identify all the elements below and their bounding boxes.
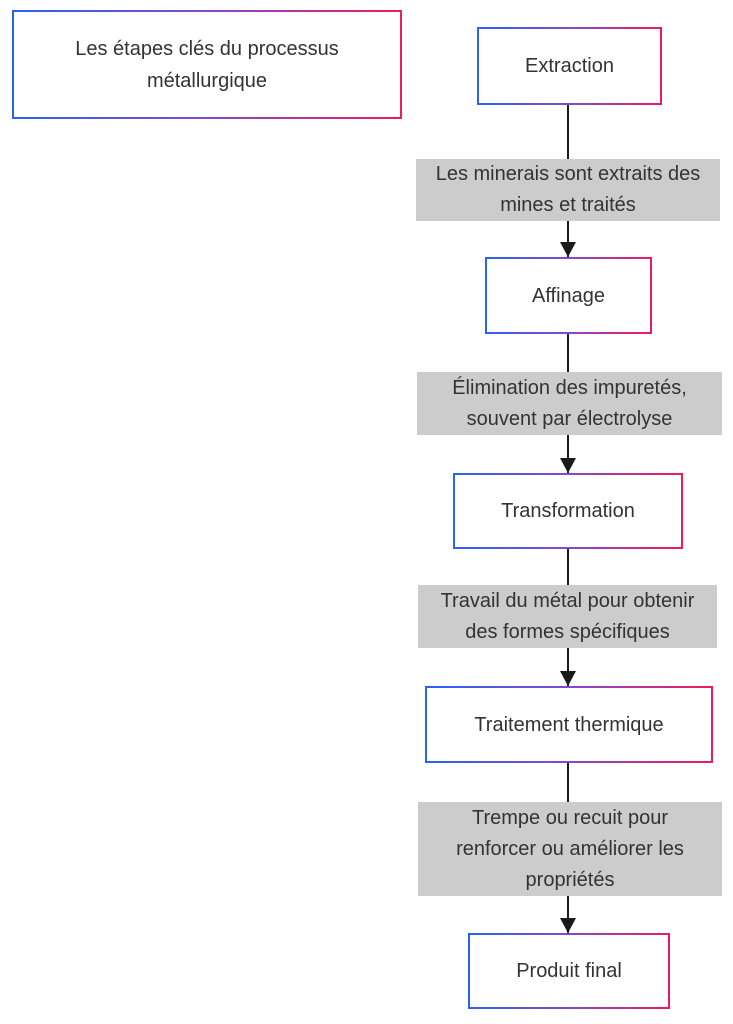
- node-produit-final-label: Produit final: [516, 960, 622, 982]
- arrow-down-icon: [560, 918, 576, 933]
- edge-label-line: des formes spécifiques: [465, 620, 670, 643]
- node-traitement-thermique-inner: Traitement thermique: [427, 688, 711, 761]
- edge-label-line: mines et traités: [500, 194, 636, 216]
- node-produit-final-inner: Produit final: [470, 935, 668, 1007]
- edge-label-line: renforcer ou améliorer les: [456, 837, 684, 860]
- node-traitement-thermique: Traitement thermique: [425, 686, 713, 763]
- node-transformation-inner: Transformation: [455, 475, 681, 547]
- edge-label-transformation-traitement: Travail du métal pour obtenir des formes…: [418, 585, 717, 648]
- edge-label-line: propriétés: [525, 868, 615, 891]
- diagram-title-line-2: métallurgique: [146, 69, 268, 92]
- node-affinage-inner: Affinage: [487, 259, 650, 332]
- node-affinage: Affinage: [485, 257, 652, 334]
- node-extraction-inner: Extraction: [479, 29, 660, 103]
- node-transformation-label: Transformation: [501, 500, 635, 522]
- node-extraction: Extraction: [477, 27, 662, 105]
- edge-label-line: souvent par électrolyse: [466, 407, 673, 430]
- edge-label-extraction-affinage: Les minerais sont extraits des mines et …: [416, 159, 720, 221]
- diagram-title-box: Les étapes clés du processus métallurgiq…: [12, 10, 402, 119]
- node-transformation: Transformation: [453, 473, 683, 549]
- edge-label-traitement-produit: Trempe ou recuit pour renforcer ou améli…: [418, 802, 722, 896]
- edge-label-line: Élimination des impuretés,: [452, 376, 687, 399]
- arrow-down-icon: [560, 242, 576, 257]
- arrow-down-icon: [560, 671, 576, 686]
- edge-label-line: Trempe ou recuit pour: [471, 806, 668, 829]
- edge-label-line: Les minerais sont extraits des: [435, 163, 701, 185]
- diagram-title: Les étapes clés du processus métallurgiq…: [14, 12, 400, 117]
- edge-label-affinage-transformation: Élimination des impuretés, souvent par é…: [417, 372, 722, 435]
- node-affinage-label: Affinage: [531, 284, 606, 307]
- diagram-title-line-1: Les étapes clés du processus: [75, 37, 339, 60]
- edge-label-line: Travail du métal pour obtenir: [440, 589, 695, 612]
- node-traitement-thermique-label: Traitement thermique: [474, 713, 664, 736]
- node-produit-final: Produit final: [468, 933, 670, 1009]
- arrow-down-icon: [560, 458, 576, 473]
- node-extraction-label: Extraction: [525, 55, 614, 77]
